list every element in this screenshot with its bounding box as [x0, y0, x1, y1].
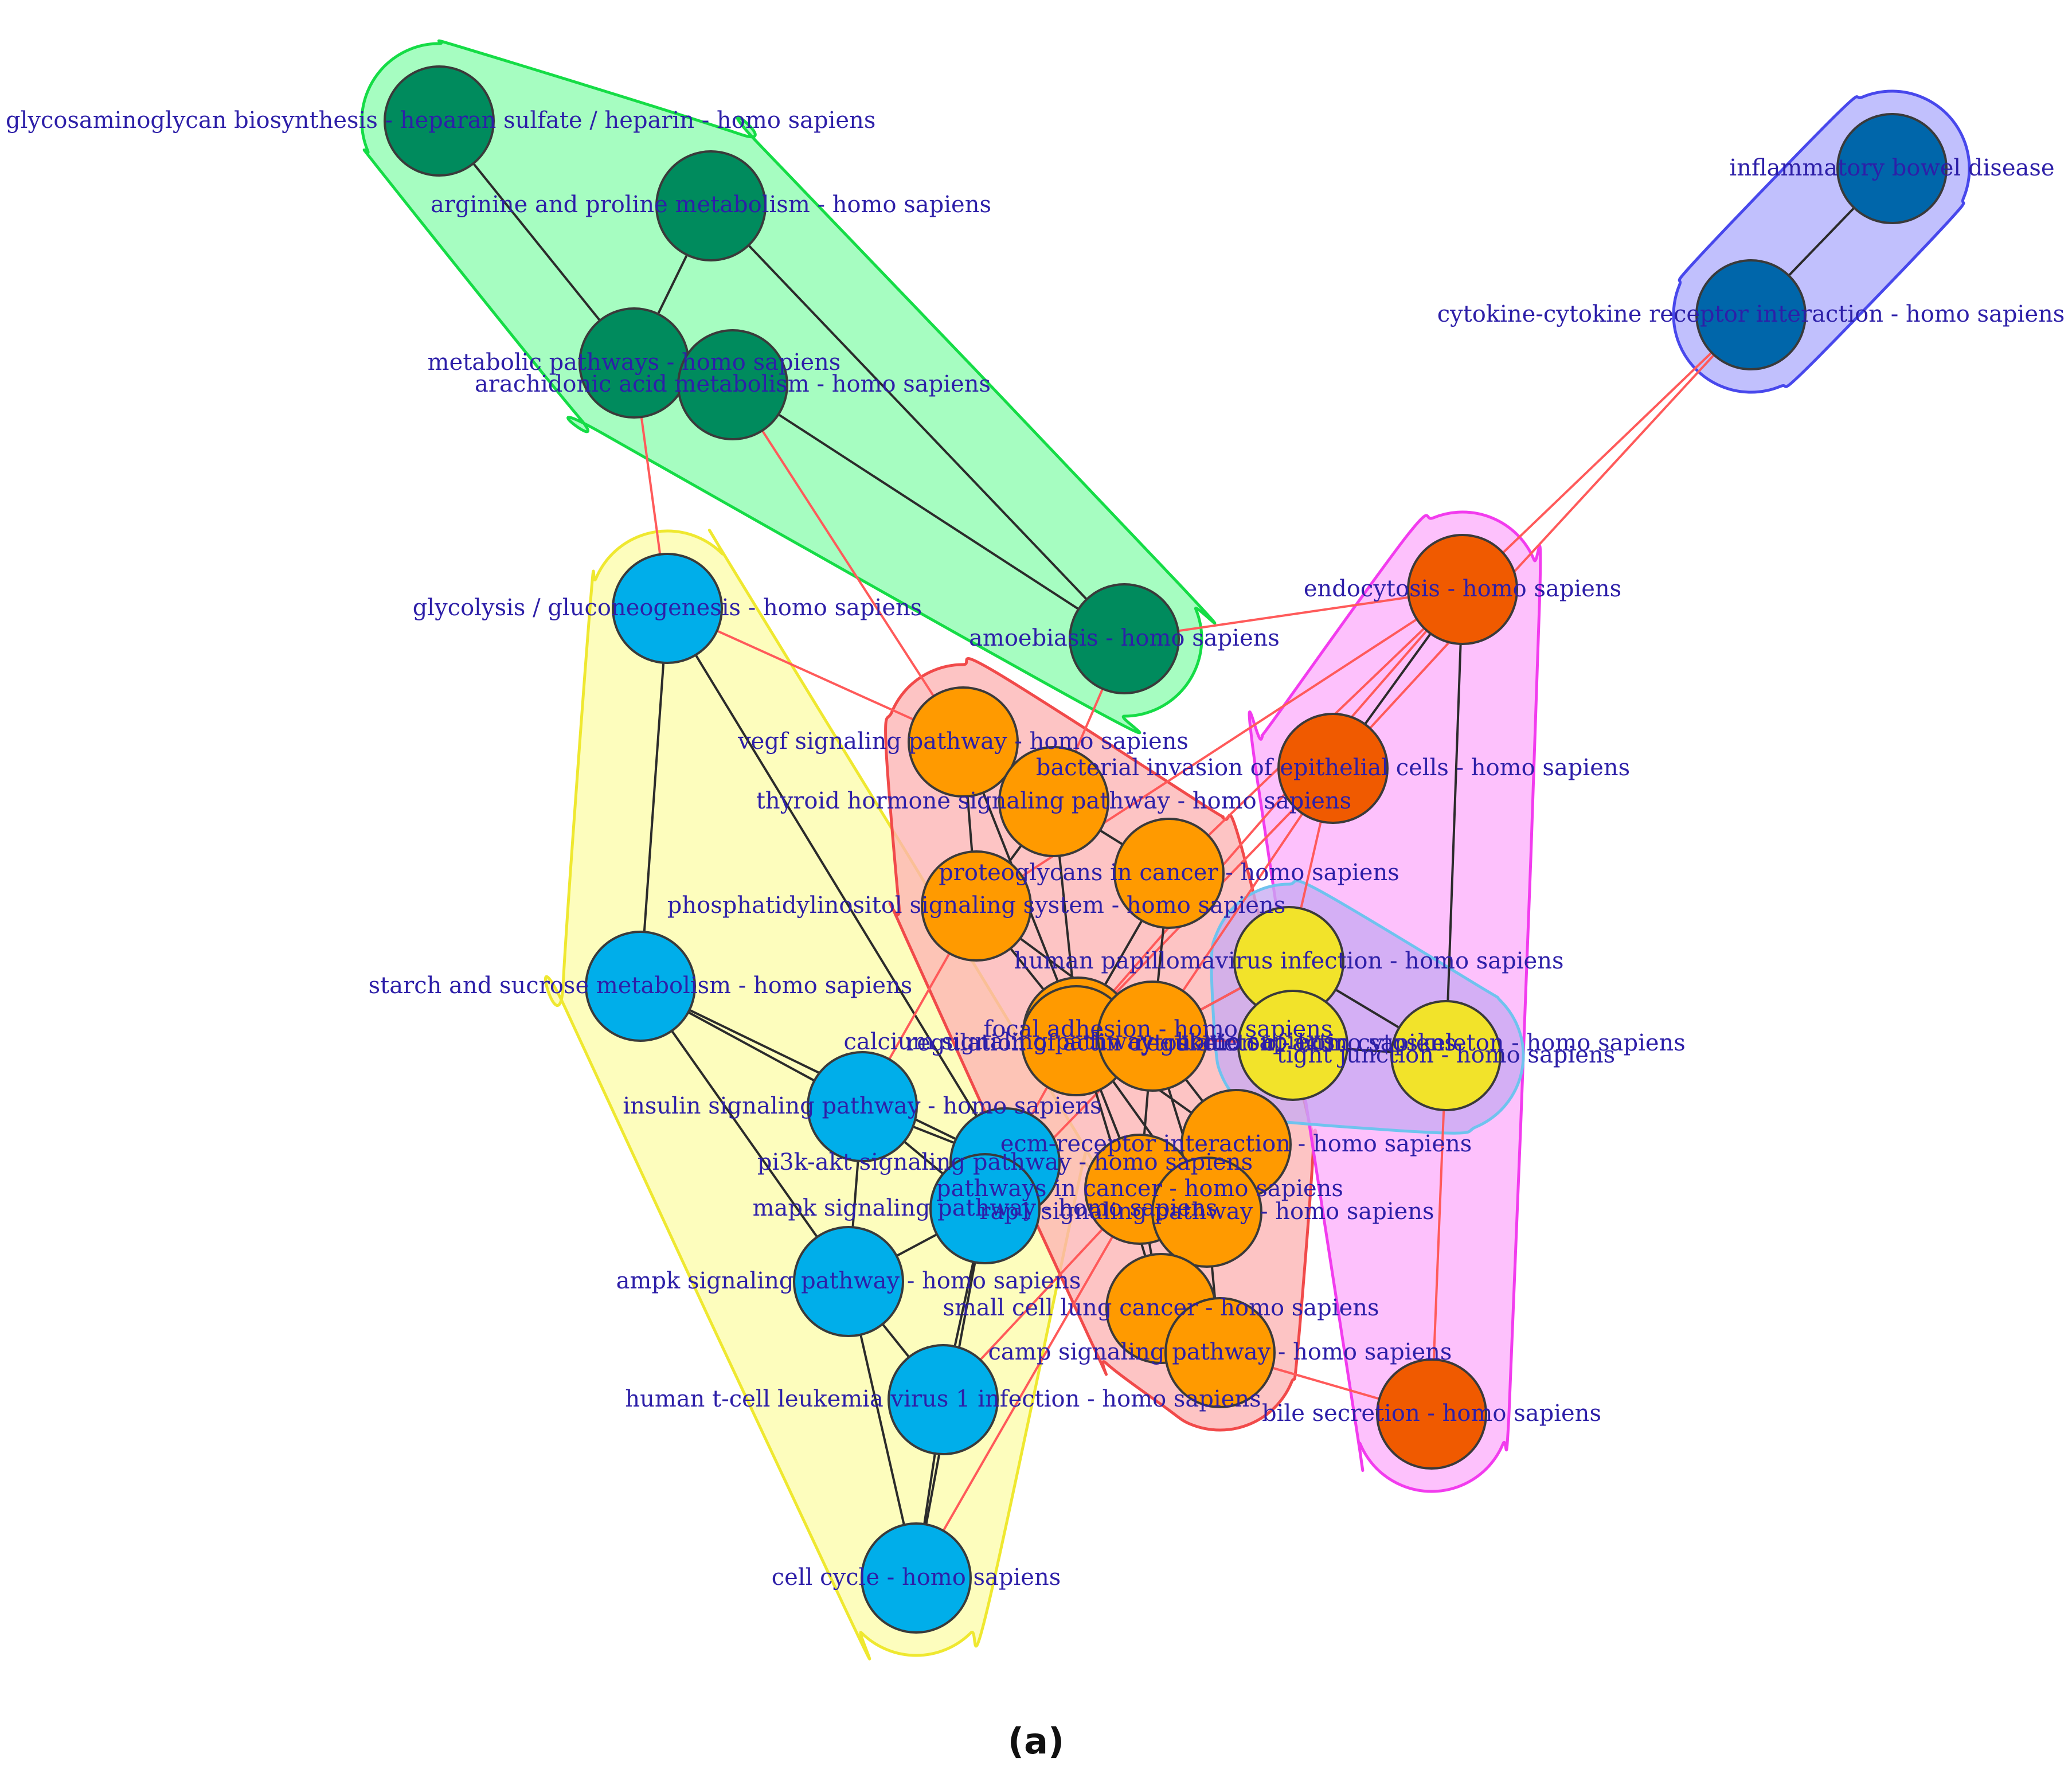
- node-circle-proteoglycans[interactable]: [1113, 818, 1225, 929]
- node-label-insulin: insulin signaling pathway - homo sapiens: [623, 1093, 1101, 1119]
- node-label-vegf: vegf signaling pathway - homo sapiens: [737, 728, 1189, 755]
- node-glycosaminoglycan[interactable]: [384, 65, 495, 177]
- node-regulation[interactable]: [1097, 981, 1208, 1092]
- node-arachidonic[interactable]: [677, 329, 788, 440]
- node-bacterial[interactable]: [1277, 713, 1389, 824]
- node-circle-vegf[interactable]: [908, 686, 1019, 798]
- node-proteoglycans[interactable]: [1113, 818, 1225, 929]
- node-labels: glycosaminoglycan biosynthesis - heparan…: [6, 107, 2065, 1591]
- node-circle-cellcycle[interactable]: [861, 1522, 972, 1634]
- node-label-cytokine: cytokine-cytokine receptor interaction -…: [1437, 301, 2065, 327]
- node-circle-arginine[interactable]: [655, 150, 767, 261]
- node-circle-ibd[interactable]: [1836, 113, 1948, 224]
- node-label-tight: tight junction - homo sapiens: [1277, 1042, 1615, 1068]
- node-label-arachidonic: arachidonic acid metabolism - homo sapie…: [475, 371, 991, 397]
- node-label-starch: starch and sucrose metabolism - homo sap…: [369, 972, 913, 999]
- node-label-arginine: arginine and proline metabolism - homo s…: [431, 192, 991, 218]
- node-label-ecm: ecm-receptor interaction - homo sapiens: [1000, 1131, 1472, 1157]
- edge-tight-bile: [1430, 1055, 1447, 1415]
- node-circle-rap1[interactable]: [1151, 1157, 1262, 1268]
- node-cellcycle[interactable]: [861, 1522, 972, 1634]
- edge-amoebiasis-endocytosis: [1124, 588, 1463, 640]
- node-ibd[interactable]: [1836, 113, 1948, 224]
- node-label-ampk: ampk signaling pathway - homo sapiens: [616, 1268, 1081, 1294]
- node-label-smallcell: small cell lung cancer - homo sapiens: [943, 1295, 1379, 1321]
- node-endocytosis[interactable]: [1407, 534, 1518, 645]
- node-circle-mapk[interactable]: [929, 1153, 1041, 1264]
- node-circle-cytokine[interactable]: [1695, 259, 1807, 370]
- node-circle-ampk[interactable]: [793, 1226, 904, 1337]
- node-circle-htlv[interactable]: [888, 1344, 999, 1455]
- node-label-focal: focal adhesion - homo sapiens: [984, 1016, 1333, 1042]
- edge-arachidonic-vegf: [732, 384, 964, 743]
- edge-cellcycle-pathways: [915, 1189, 1141, 1579]
- node-circle-thyroid[interactable]: [998, 746, 1109, 857]
- edge-cytokine-bacterial: [1332, 314, 1752, 769]
- node-label-actin: regulation of actin cytoskeleton - homo …: [1135, 1030, 1686, 1056]
- edge-arachidonic-amoebiasis: [732, 384, 1125, 640]
- node-label-mapk: mapk signaling pathway - homo sapiens: [753, 1195, 1218, 1221]
- node-arginine[interactable]: [655, 150, 767, 261]
- node-circle-phosphatidylinositol[interactable]: [921, 850, 1032, 962]
- node-circle-camp[interactable]: [1164, 1297, 1276, 1408]
- node-label-camp: camp signaling pathway - homo sapiens: [988, 1339, 1452, 1365]
- node-label-rap1: rap1 signaling pathway - homo sapiens: [979, 1198, 1434, 1225]
- node-circle-insulin[interactable]: [807, 1051, 918, 1162]
- network-nodes: [384, 65, 1948, 1634]
- node-bile[interactable]: [1376, 1358, 1487, 1470]
- node-phosphatidylinositol[interactable]: [921, 850, 1032, 962]
- node-label-ibd: inflammatory bowel disease: [1729, 155, 2054, 181]
- node-tight[interactable]: [1390, 1000, 1502, 1111]
- node-circle-bile[interactable]: [1376, 1358, 1487, 1470]
- node-label-pathways: pathways in cancer - homo sapiens: [936, 1175, 1343, 1202]
- node-thyroid[interactable]: [998, 746, 1109, 857]
- node-ampk[interactable]: [793, 1226, 904, 1337]
- node-label-metabolic: metabolic pathways - homo sapiens: [428, 349, 841, 376]
- node-circle-starch[interactable]: [585, 931, 696, 1042]
- node-label-calcium: calcium signaling pathway - homo sapiens: [843, 1029, 1335, 1055]
- node-label-regulation: regulation of actin cytoskeleton - homo …: [906, 1030, 1456, 1056]
- node-label-glycolysis: glycolysis / gluconeogenesis - homo sapi…: [413, 595, 922, 621]
- node-insulin[interactable]: [807, 1051, 918, 1162]
- node-circle-amoebiasis[interactable]: [1069, 583, 1180, 694]
- node-label-phosphatidylinositol: phosphatidylinositol signaling system - …: [667, 892, 1285, 919]
- edge-arginine-amoebiasis: [710, 205, 1125, 640]
- node-label-endocytosis: endocytosis - homo sapiens: [1304, 576, 1621, 602]
- node-circle-regulation[interactable]: [1097, 981, 1208, 1092]
- node-vegf[interactable]: [908, 686, 1019, 798]
- node-label-pi3k: pi3k-akt signaling pathway - homo sapien…: [757, 1149, 1253, 1175]
- node-glycolysis[interactable]: [612, 553, 723, 664]
- edge-glycolysis-pi3k: [666, 607, 1006, 1164]
- node-label-proteoglycans: proteoglycans in cancer - homo sapiens: [939, 860, 1399, 886]
- node-label-htlv: human t-cell leukemia virus 1 infection …: [625, 1386, 1261, 1412]
- node-label-amoebiasis: amoebiasis - homo sapiens: [969, 625, 1280, 651]
- node-camp[interactable]: [1164, 1297, 1276, 1408]
- edge-endocytosis-tight: [1445, 589, 1464, 1056]
- node-htlv[interactable]: [888, 1344, 999, 1455]
- edge-endocytosis-focal: [1077, 588, 1464, 1033]
- node-circle-tight[interactable]: [1390, 1000, 1502, 1111]
- node-label-bacterial: bacterial invasion of epithelial cells -…: [1036, 755, 1630, 781]
- node-mapk[interactable]: [929, 1153, 1041, 1264]
- node-rap1[interactable]: [1151, 1157, 1262, 1268]
- edge-starch-ampk: [639, 985, 850, 1283]
- node-label-bile: bile secretion - homo sapiens: [1262, 1400, 1601, 1427]
- node-amoebiasis[interactable]: [1069, 583, 1180, 694]
- node-label-cellcycle: cell cycle - homo sapiens: [772, 1564, 1061, 1591]
- node-circle-endocytosis[interactable]: [1407, 534, 1518, 645]
- node-circle-bacterial[interactable]: [1277, 713, 1389, 824]
- node-starch[interactable]: [585, 931, 696, 1042]
- node-actin[interactable]: [1237, 990, 1348, 1101]
- edge-glycolysis-starch: [639, 608, 668, 987]
- node-circle-glycolysis[interactable]: [612, 553, 723, 664]
- node-circle-arachidonic[interactable]: [677, 329, 788, 440]
- node-label-thyroid: thyroid hormone signaling pathway - homo…: [756, 788, 1351, 814]
- node-cytokine[interactable]: [1695, 259, 1807, 370]
- node-label-glycosaminoglycan: glycosaminoglycan biosynthesis - heparan…: [6, 107, 875, 134]
- node-label-hpv: human papillomavirus infection - homo sa…: [1014, 948, 1564, 974]
- figure-caption: (a): [1008, 1720, 1065, 1762]
- node-circle-actin[interactable]: [1237, 990, 1348, 1101]
- node-circle-glycosaminoglycan[interactable]: [384, 65, 495, 177]
